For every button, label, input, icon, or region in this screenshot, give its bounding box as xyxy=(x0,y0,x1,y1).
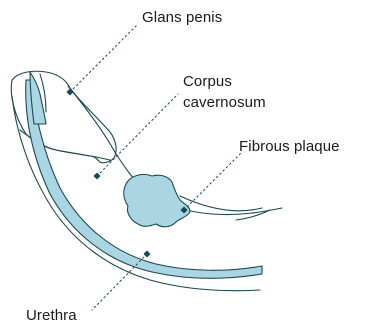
marker-corpus xyxy=(93,172,100,179)
label-urethra: Urethra xyxy=(26,306,77,326)
label-corpus-cavernosum-line2: cavernosum xyxy=(183,93,266,113)
fibrous-plaque-shape xyxy=(124,174,190,226)
base-ridge-1 xyxy=(180,196,262,211)
leader-glans xyxy=(70,24,138,92)
leader-corpus xyxy=(97,94,178,176)
label-fibrous-plaque: Fibrous plaque xyxy=(239,137,340,157)
marker-glans xyxy=(66,88,73,95)
label-glans-penis: Glans penis xyxy=(142,8,222,28)
marker-urethra xyxy=(143,250,150,257)
label-corpus-cavernosum-line1: Corpus xyxy=(183,72,232,92)
